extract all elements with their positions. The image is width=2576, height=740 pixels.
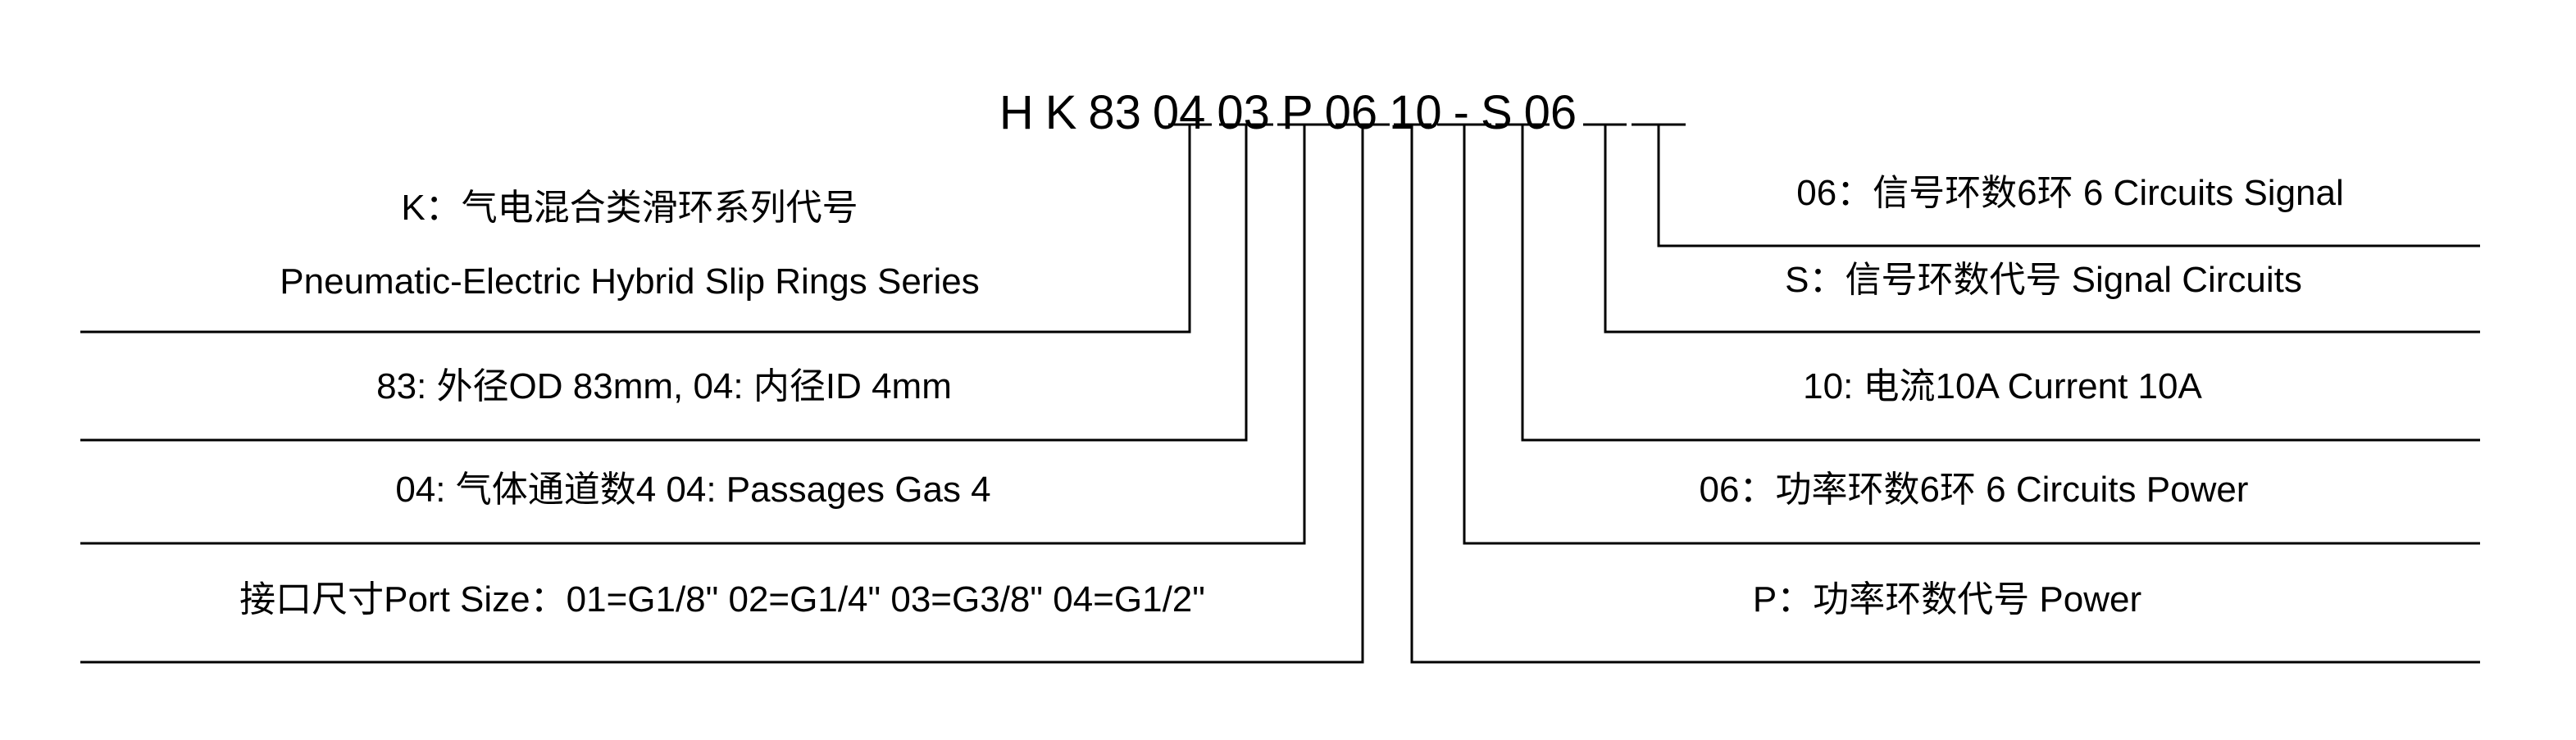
code-segment-s: S: [1480, 86, 1513, 139]
code-segment-03: 03: [1217, 86, 1270, 139]
code-segment-dash: -: [1453, 86, 1469, 139]
label-power-circuits-count: 06：功率环数6环 6 Circuits Power: [1699, 470, 2249, 510]
label-current: 10: 电流10A Current 10A: [1803, 366, 2202, 406]
code-segment-06-signal: 06: [1523, 86, 1577, 139]
label-power-circuits-code: P：功率环数代号 Power: [1752, 579, 2142, 620]
label-gas-passages: 04: 气体通道数4 04: Passages Gas 4: [395, 470, 991, 510]
code-segment-k: K: [1045, 86, 1077, 139]
label-port-size: 接口尺寸Port Size：01=G1/8" 02=G1/4" 03=G3/8"…: [239, 579, 1205, 620]
code-segment-h: H: [999, 86, 1034, 139]
label-signal-circuits-code: S：信号环数代号 Signal Circuits: [1785, 260, 2302, 300]
code-segment-04: 04: [1152, 86, 1206, 139]
label-series-cn: K：气电混合类滑环系列代号: [401, 188, 858, 228]
code-segment-06-power: 06: [1324, 86, 1378, 139]
code-segment-10: 10: [1389, 86, 1442, 139]
label-series-en: Pneumatic-Electric Hybrid Slip Rings Ser…: [280, 261, 980, 302]
label-od-id: 83: 外径OD 83mm, 04: 内径ID 4mm: [376, 366, 952, 406]
code-segment-p: P: [1281, 86, 1313, 139]
code-segment-83: 83: [1088, 86, 1141, 139]
label-signal-circuits-count: 06：信号环数6环 6 Circuits Signal: [1796, 173, 2344, 213]
